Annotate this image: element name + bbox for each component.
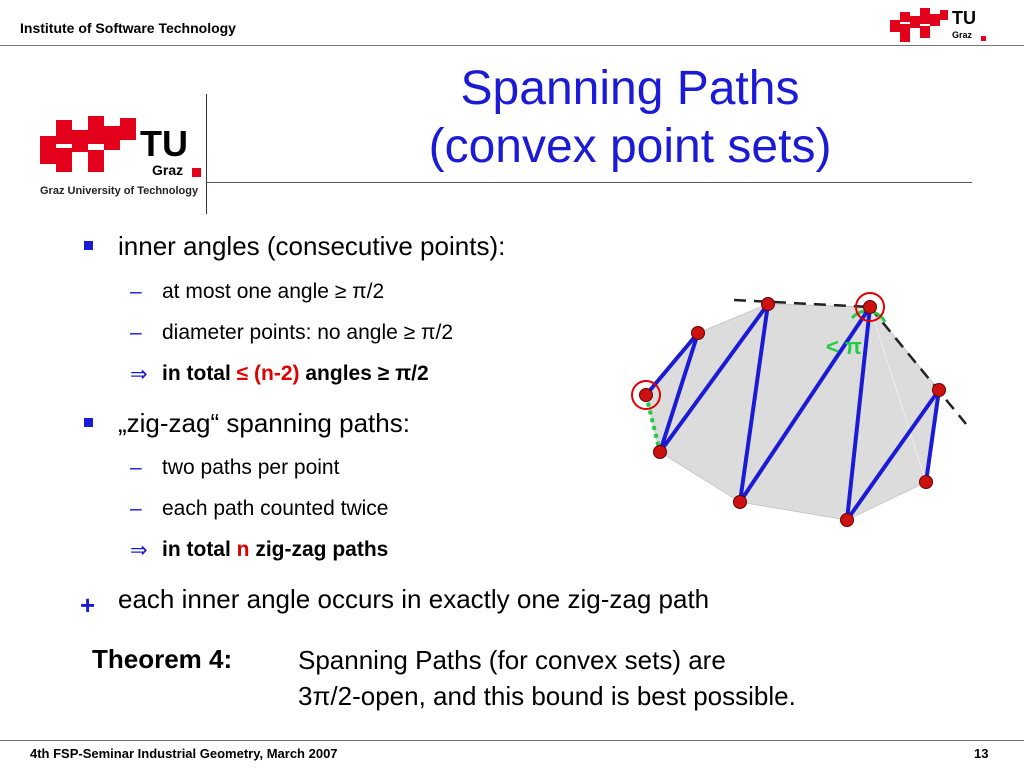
institute-header: Institute of Software Technology xyxy=(20,20,236,36)
points xyxy=(639,297,946,527)
tu-logo-small-icon xyxy=(890,8,986,42)
footer-divider xyxy=(0,740,1024,741)
sub-diameter-points: diameter points: no angle ≥ π/2 xyxy=(162,321,454,344)
dash-icon: – xyxy=(130,456,142,479)
logo-divider xyxy=(206,94,207,214)
theorem-label: Theorem 4: xyxy=(92,644,233,674)
tu-logo-large: TU Graz xyxy=(38,112,208,184)
point xyxy=(691,326,705,340)
bullet-each-inner-angle: each inner angle occurs in exactly one z… xyxy=(118,584,710,614)
point xyxy=(653,445,667,459)
point xyxy=(840,513,854,527)
bullet-square-icon xyxy=(84,418,93,427)
tu-logo-large-icon xyxy=(40,116,201,177)
sub-most-one-angle: at most one angle ≥ π/2 xyxy=(162,280,385,303)
conclusion-text-a: in total xyxy=(162,362,231,385)
conclusion-text-b: angles ≥ π/2 xyxy=(305,362,429,385)
point xyxy=(761,297,775,311)
supporting-lines xyxy=(733,298,967,425)
title-line-1: Spanning Paths xyxy=(460,62,800,115)
theorem-line-1: Spanning Paths (for convex sets) are xyxy=(298,645,726,675)
conclusion-highlight: ≤ (n-2) xyxy=(236,362,300,385)
point xyxy=(733,495,747,509)
title-rule xyxy=(206,182,972,183)
point xyxy=(639,388,653,402)
tu-logo-small-text: TU xyxy=(952,8,976,28)
green-dotted-edge xyxy=(644,394,662,453)
point xyxy=(932,383,946,397)
conclusion-text-a: in total xyxy=(162,538,231,561)
implies-arrow-icon: ⇒ xyxy=(130,363,148,386)
angle-label: < π xyxy=(826,334,862,359)
point xyxy=(919,475,933,489)
point xyxy=(863,300,877,314)
slide-title: Spanning Paths (convex point sets) xyxy=(370,60,890,176)
title-line-2: (convex point sets) xyxy=(428,120,832,173)
tu-logo-large-subtext: Graz xyxy=(152,162,184,178)
tu-logo-small-subtext: Graz xyxy=(952,30,973,40)
bullet-zigzag: „zig-zag“ spanning paths: xyxy=(118,408,410,438)
dash-icon: – xyxy=(130,497,142,520)
tu-logo-large-text: TU xyxy=(140,123,188,164)
tu-logo-small: TU Graz xyxy=(888,6,988,46)
highlight-circle xyxy=(631,380,661,410)
bullet-inner-angles: inner angles (consecutive points): xyxy=(118,231,506,261)
sub-counted-twice: each path counted twice xyxy=(162,497,389,520)
page-number: 13 xyxy=(974,746,989,761)
sub-two-paths: two paths per point xyxy=(162,456,340,479)
conclusion-total-angles: in total ≤ (n-2) angles ≥ π/2 xyxy=(162,362,429,386)
bullet-square-icon xyxy=(84,241,93,250)
logo-caption: Graz University of Technology xyxy=(40,185,199,197)
plus-icon: + xyxy=(80,590,96,620)
conclusion-highlight: n xyxy=(236,538,250,561)
dash-icon: – xyxy=(130,321,142,344)
highlight-circle xyxy=(855,292,885,322)
implies-arrow-icon: ⇒ xyxy=(130,539,148,562)
dash-icon: – xyxy=(130,280,142,303)
conclusion-total-paths: in total n zig-zag paths xyxy=(162,538,388,562)
conclusion-text-b: zig-zag paths xyxy=(255,538,389,561)
convex-zigzag-figure: < π xyxy=(631,292,967,527)
header-divider xyxy=(0,45,1024,46)
footer-seminar: 4th FSP-Seminar Industrial Geometry, Mar… xyxy=(30,746,338,761)
theorem-line-2: 3π/2-open, and this bound is best possib… xyxy=(298,681,796,711)
